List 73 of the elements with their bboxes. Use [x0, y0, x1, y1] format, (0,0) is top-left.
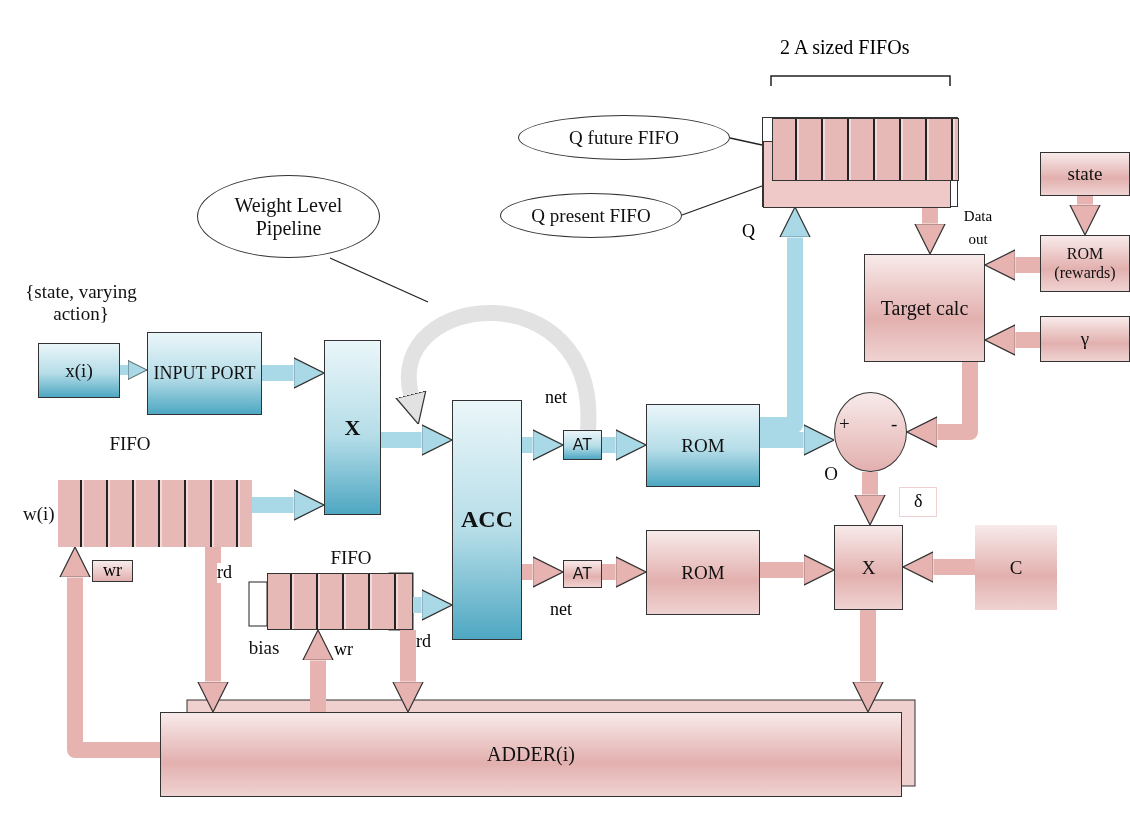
node-label: state [1067, 163, 1103, 185]
node-label: O [823, 463, 839, 485]
node-label: INPUT PORT [153, 363, 256, 384]
block-arrow [1069, 196, 1101, 236]
block-arrow [760, 554, 835, 586]
node-label: FIFO [108, 433, 152, 455]
leader-line [729, 137, 763, 146]
block-arrow [262, 357, 325, 389]
node-label: X [861, 556, 876, 579]
block-arrow [392, 630, 424, 713]
block-arrow [381, 424, 453, 456]
rom-box [646, 404, 760, 487]
activation-box [563, 430, 602, 460]
node-label: ADDER(i) [487, 743, 575, 766]
node-label: AT [572, 564, 593, 584]
activation-box [563, 560, 602, 588]
edge-label: δ [899, 487, 938, 517]
multiplier-box [834, 525, 903, 610]
node-label: X [344, 414, 361, 441]
edge-label: Q [742, 222, 755, 242]
block-arrow [984, 249, 1040, 281]
block-arrow [984, 324, 1040, 356]
node-label: Q future FIFO [569, 126, 679, 149]
state-box [1040, 152, 1130, 196]
block-arrow [760, 424, 835, 456]
block-arrow [602, 556, 647, 588]
block-arrow [906, 362, 978, 448]
node-label: AT [572, 435, 593, 455]
node-label: Target calc [880, 296, 969, 320]
node-label: C [1009, 556, 1023, 579]
block-arrow [902, 551, 975, 583]
block-arrow [413, 589, 453, 621]
node-label: Q present FIFO [531, 204, 651, 227]
block-arrow [252, 489, 325, 521]
block-arrow [522, 429, 564, 461]
block-arrow [914, 207, 946, 255]
block-arrow [760, 206, 811, 433]
node-label: bias [247, 637, 281, 659]
block-arrow [59, 546, 160, 758]
block-arrow [302, 629, 334, 712]
rom-box [1040, 235, 1130, 292]
rom-box [646, 530, 760, 615]
node-label: Weight Level Pipeline [233, 193, 344, 240]
target-calc-box [864, 254, 985, 362]
block-arrow [602, 429, 647, 461]
block-arrow [852, 610, 884, 713]
edge-label: rd [217, 563, 232, 583]
node-label: {state, varying action} [24, 281, 138, 325]
block-arrow [120, 360, 148, 380]
block-arrow [197, 547, 229, 713]
node-label: + [839, 413, 850, 435]
node-label: γ [1080, 328, 1090, 350]
edge-label: wr [92, 560, 133, 582]
leader-line [329, 257, 429, 303]
node-label: ROM (rewards) [1053, 245, 1117, 282]
leader-line [681, 185, 763, 216]
multiplier-box [324, 340, 381, 515]
fifo-queue-pair [762, 117, 958, 207]
node-label: ROM [681, 561, 725, 584]
node-label: x(i) [65, 359, 93, 382]
input-port-box [147, 332, 262, 415]
block-arrow [522, 556, 564, 588]
gamma-box [1040, 316, 1130, 362]
block-arrow [395, 305, 596, 431]
accumulator-box [452, 400, 522, 640]
constant-box [975, 525, 1057, 610]
node-label: ACC [461, 506, 513, 534]
node-label: FIFO [329, 547, 373, 569]
node-label: ROM [681, 434, 725, 457]
adder-box [160, 712, 902, 797]
node-label: - [891, 413, 898, 435]
annotation-text: 2 A sized FIFOs [780, 36, 910, 58]
block-arrow [854, 472, 886, 526]
